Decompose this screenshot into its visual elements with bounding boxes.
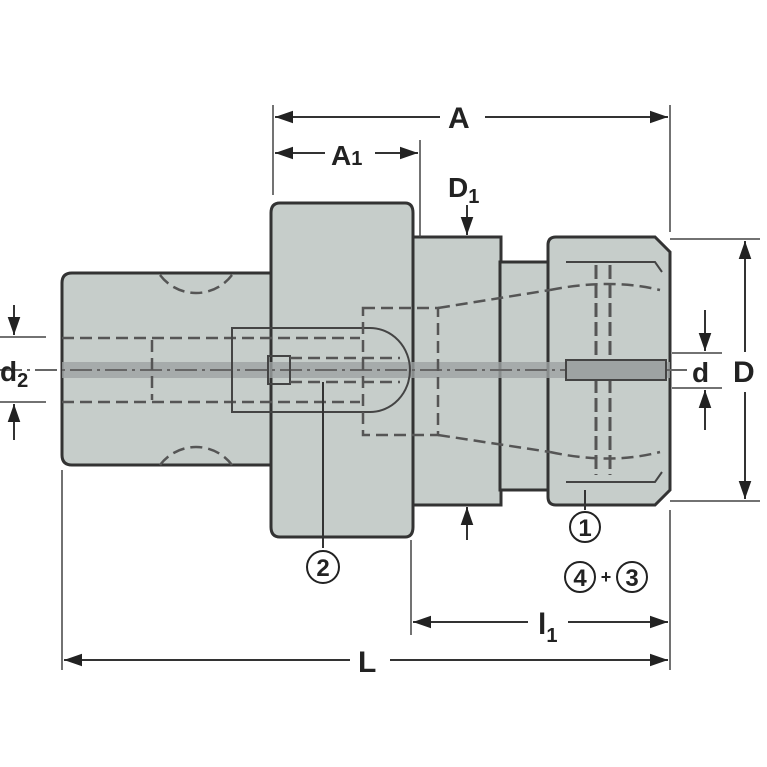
svg-text:2: 2: [316, 555, 329, 582]
dim-label-A1: A1: [331, 140, 362, 171]
dim-label-L: L: [358, 646, 376, 679]
callout-3: 3: [616, 561, 648, 593]
callout-1: 1: [569, 511, 601, 543]
dim-label-A: A: [448, 102, 470, 135]
extension-lines: [0, 105, 760, 670]
callout-4: 4: [564, 561, 596, 593]
callout-plus: +: [601, 567, 612, 587]
dimension-lines: [7, 110, 752, 667]
dim-label-d: d: [692, 357, 709, 388]
hidden-lines: [62, 261, 667, 483]
dim-label-D1: D1: [448, 172, 479, 208]
dim-label-d2: d2: [0, 356, 28, 392]
svg-text:3: 3: [625, 565, 638, 592]
svg-text:1: 1: [578, 515, 591, 542]
svg-text:4: 4: [573, 565, 587, 592]
dim-label-D: D: [733, 356, 755, 389]
dim-label-l1: l1: [538, 608, 557, 647]
callout-2: 2: [306, 550, 340, 584]
